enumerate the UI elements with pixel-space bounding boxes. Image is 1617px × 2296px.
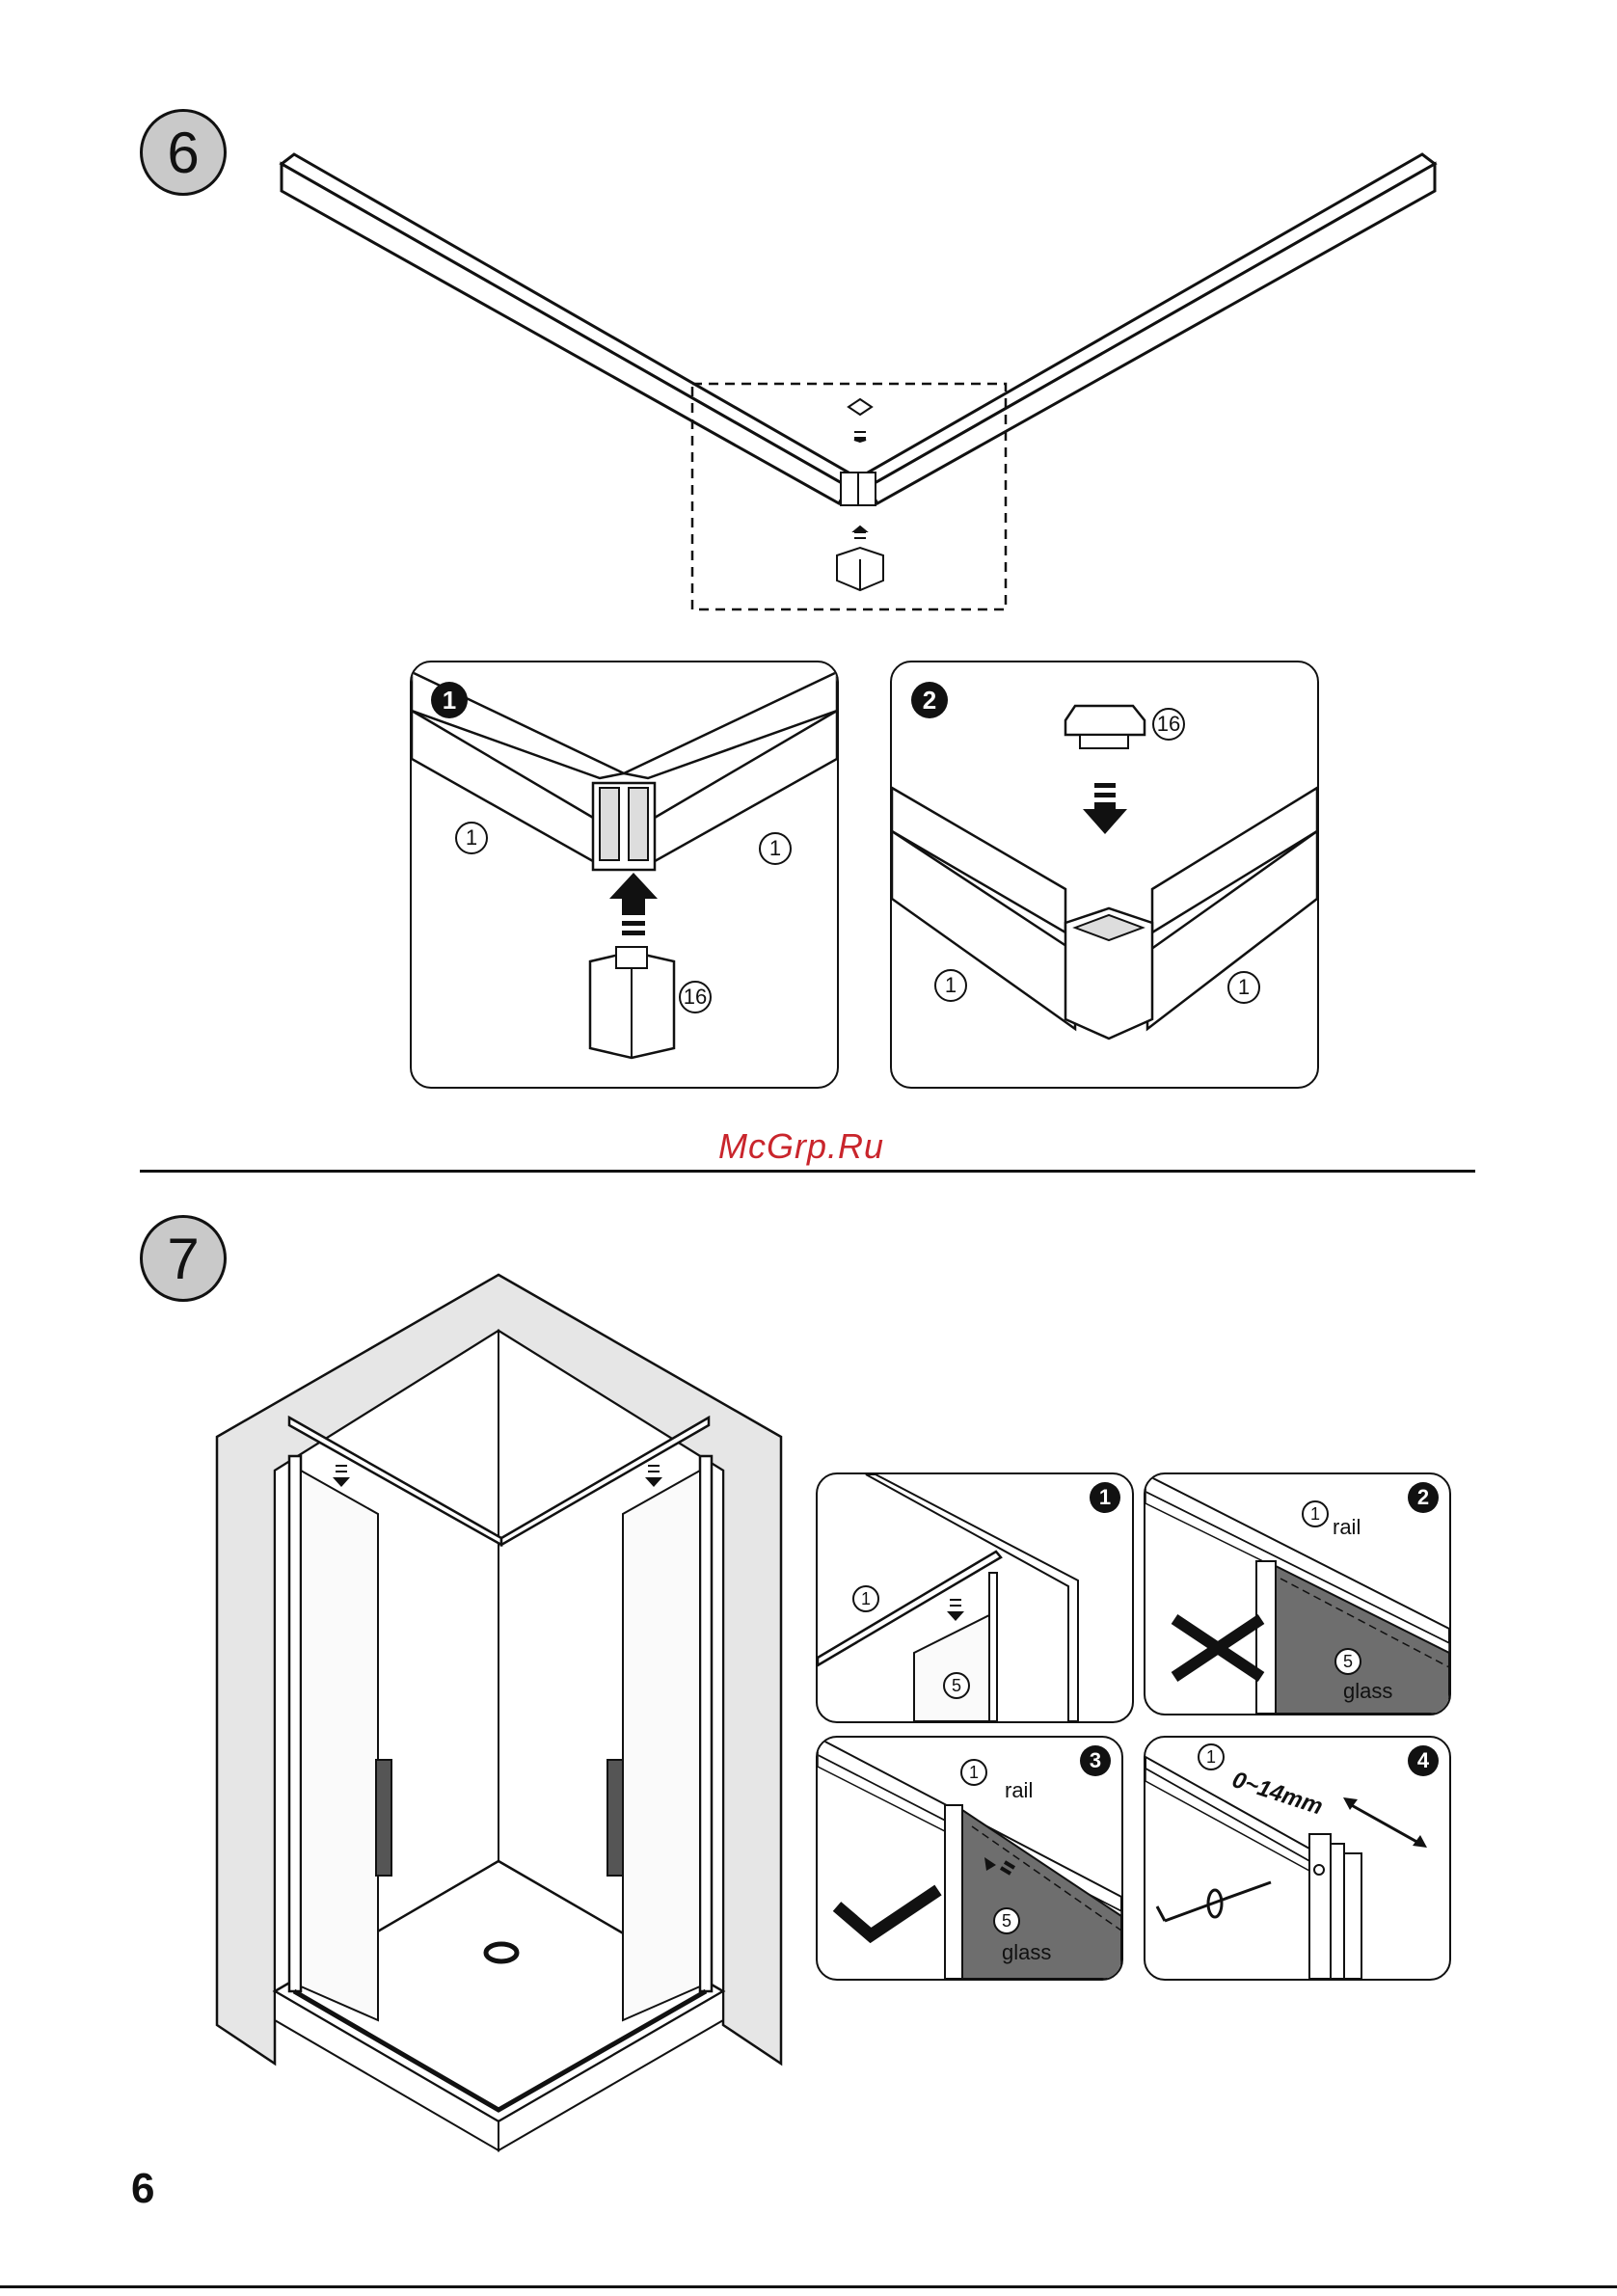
page-number: 6 — [131, 2165, 154, 2213]
shower-enclosure-illustration — [212, 1273, 791, 2160]
part-number: 5 — [943, 1672, 970, 1699]
part-number: 1 — [759, 832, 792, 865]
section-divider — [140, 1170, 1475, 1173]
panel-badge: 4 — [1408, 1745, 1439, 1776]
glass-label: glass — [1002, 1940, 1051, 1965]
panel-badge: 1 — [431, 682, 468, 718]
corner-cap-illustration — [892, 662, 1317, 1087]
part-number: 16 — [679, 981, 712, 1013]
footer-divider — [0, 2285, 1617, 2288]
part-number: 1 — [934, 969, 967, 1002]
detail-panel-6-1: 1 1 1 16 — [410, 661, 839, 1089]
rail-assembly-illustration — [270, 145, 1446, 627]
watermark: McGrp.Ru — [718, 1126, 884, 1167]
detail-panel-7-1: 1 1 5 — [816, 1472, 1134, 1723]
step-number-6: 6 — [140, 109, 227, 196]
part-number: 1 — [455, 822, 488, 854]
part-number: 1 — [852, 1585, 879, 1612]
part-number: 1 — [1198, 1743, 1225, 1770]
rail-label: rail — [1005, 1778, 1033, 1803]
corner-joint-illustration — [412, 662, 837, 1087]
part-number: 1 — [1302, 1500, 1329, 1527]
panel-badge: 2 — [911, 682, 948, 718]
part-number: 5 — [1334, 1648, 1361, 1675]
part-number: 5 — [993, 1907, 1020, 1934]
part-number: 1 — [960, 1759, 987, 1786]
rail-label: rail — [1333, 1515, 1361, 1540]
detail-panel-7-2: 2 1 rail 5 glass — [1144, 1472, 1451, 1715]
detail-panel-6-2: 2 16 1 1 — [890, 661, 1319, 1089]
glass-label: glass — [1343, 1679, 1392, 1704]
part-number: 1 — [1227, 971, 1260, 1004]
part-number: 16 — [1152, 708, 1185, 741]
panel-badge: 1 — [1090, 1482, 1120, 1513]
adjust-gap-illustration — [1145, 1738, 1449, 1979]
detail-panel-7-4: 4 1 0~14mm — [1144, 1736, 1451, 1981]
panel-badge: 3 — [1080, 1745, 1111, 1776]
detail-panel-7-3: 3 1 rail 5 glass — [816, 1736, 1123, 1981]
panel-badge: 2 — [1408, 1482, 1439, 1513]
incorrect-fit-illustration — [1145, 1474, 1449, 1714]
